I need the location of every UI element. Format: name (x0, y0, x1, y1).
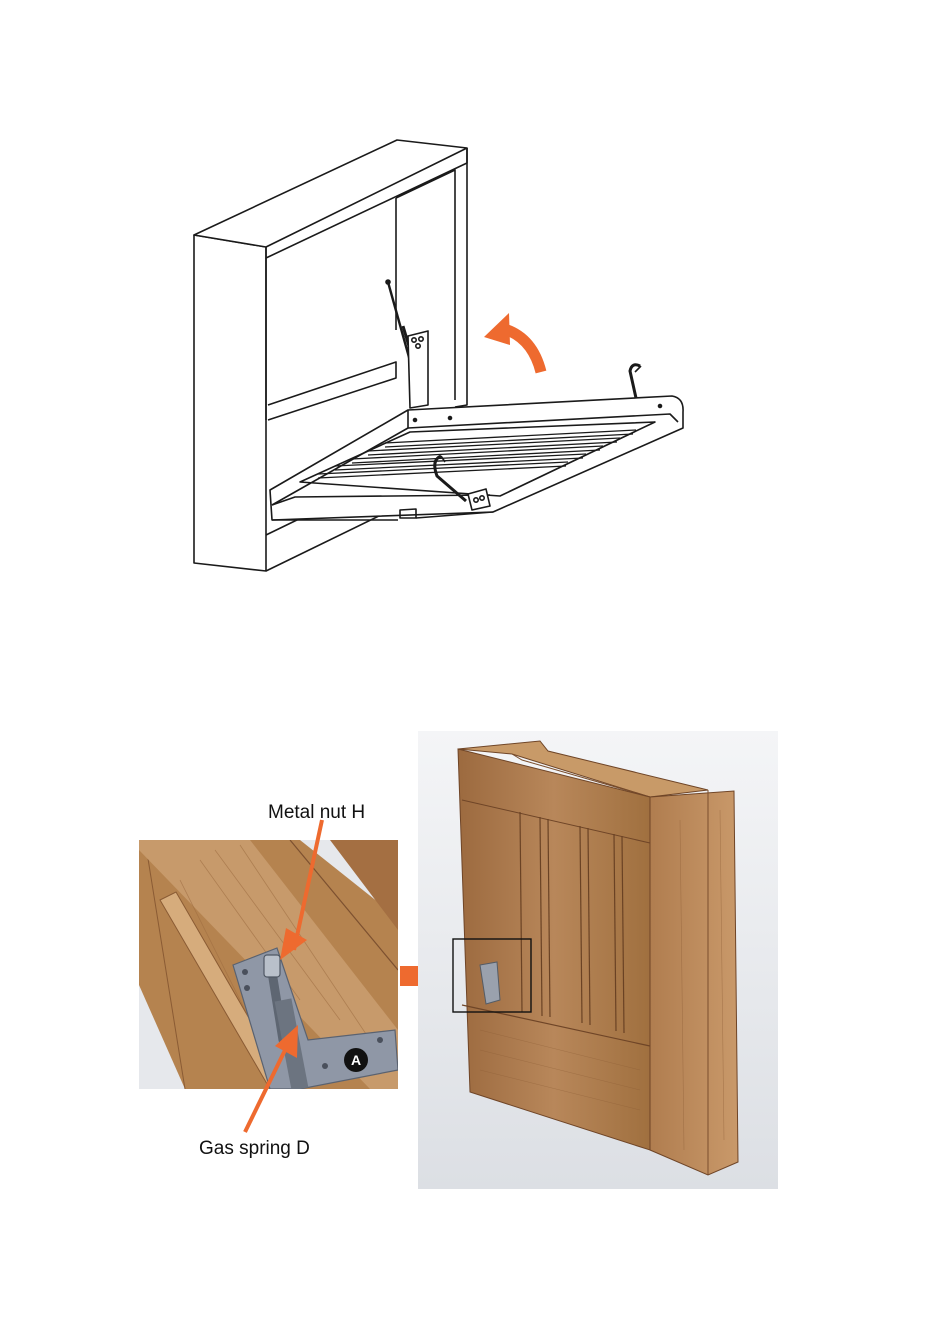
gas-spring-label: Gas spring D (199, 1138, 310, 1159)
cabinet-front-panel (458, 749, 650, 1150)
cabinet-top-panel (194, 140, 467, 247)
metal-nut (264, 955, 280, 977)
cabinet-left-panel (194, 235, 266, 571)
curved-lift-arrow-icon (484, 313, 541, 372)
right-leg-handle (630, 365, 640, 398)
cabinet-right-panel (455, 148, 467, 407)
cabinet-side-panel (650, 791, 738, 1175)
wall-bed-line-drawing (194, 140, 683, 571)
detail-inset: A (139, 840, 398, 1089)
wood-cabinet-render (418, 731, 778, 1189)
badge-letter: A (351, 1052, 361, 1068)
metal-nut-label: Metal nut H (268, 802, 365, 823)
pivot-bracket (408, 331, 428, 408)
